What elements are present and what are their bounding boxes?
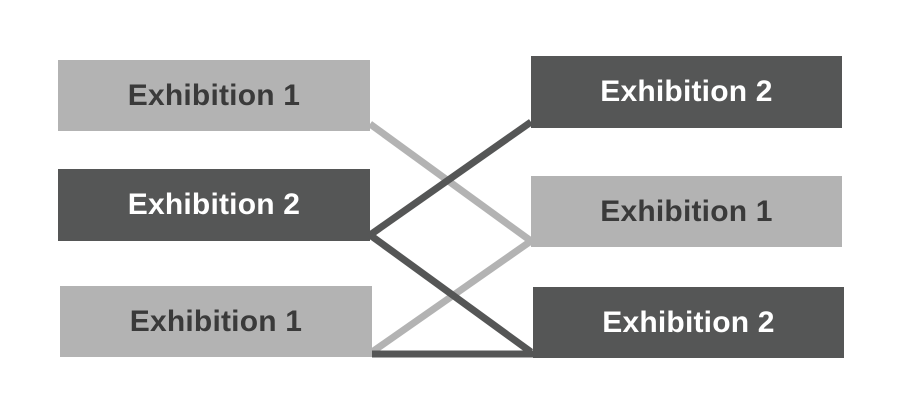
right-exhibition-box-3[interactable]: Exhibition 2 — [533, 287, 844, 358]
left-exhibition-box-1[interactable]: Exhibition 1 — [58, 60, 370, 131]
left-exhibition-label-3: Exhibition 1 — [129, 304, 303, 338]
connector-left2-right3 — [367, 232, 534, 355]
right-exhibition-label-2: Exhibition 1 — [600, 194, 773, 228]
right-exhibition-box-1[interactable]: Exhibition 2 — [531, 56, 842, 128]
left-exhibition-label-2: Exhibition 2 — [127, 188, 301, 221]
right-exhibition-box-2[interactable]: Exhibition 1 — [531, 176, 842, 247]
connector-left2-right1 — [367, 119, 534, 238]
left-exhibition-label-1: Exhibition 1 — [127, 78, 301, 112]
right-exhibition-label-1: Exhibition 2 — [600, 75, 773, 108]
left-exhibition-box-2[interactable]: Exhibition 2 — [58, 169, 370, 241]
left-exhibition-box-3[interactable]: Exhibition 1 — [60, 286, 372, 357]
right-exhibition-label-3: Exhibition 2 — [602, 305, 775, 339]
